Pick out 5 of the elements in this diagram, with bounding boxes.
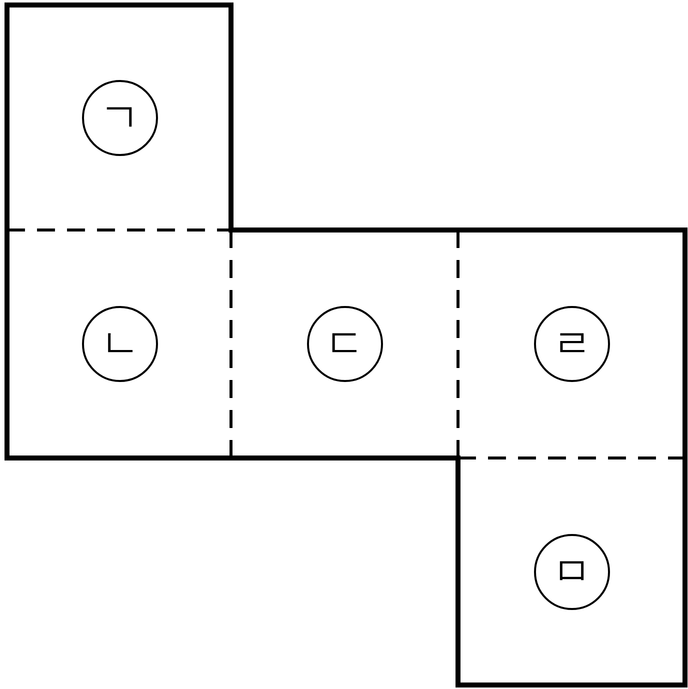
circled-letter: ㄷ [307,306,383,382]
circled-letter: ㄱ [82,80,158,156]
circled-letter: ㅁ [534,534,610,610]
circled-letter: ㄹ [534,306,610,382]
circled-letter: ㄴ [82,306,158,382]
